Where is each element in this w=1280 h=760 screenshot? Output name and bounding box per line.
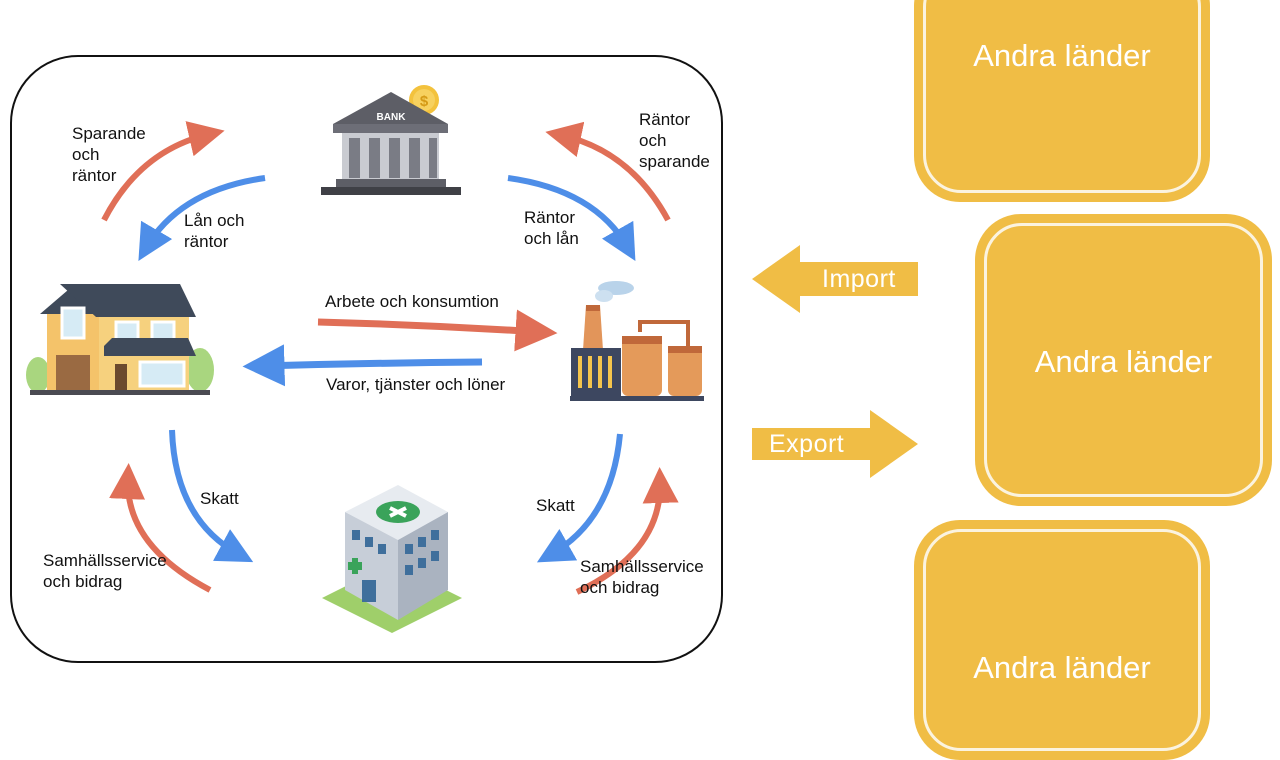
country-label-top: Andra länder (973, 38, 1151, 73)
label-savings-interest: Sparande och räntor (72, 124, 146, 185)
flow-arrows (101, 121, 918, 595)
import-arrow (752, 245, 918, 313)
hospital-illustration (322, 485, 462, 633)
factory-illustration (570, 281, 704, 401)
arrow-loans-to-households (138, 175, 266, 261)
label-tax-households: Skatt (200, 489, 239, 508)
label-loans-interest: Lån och räntor (184, 211, 245, 251)
house-illustration (26, 284, 214, 395)
arrow-tax-households (169, 429, 254, 563)
label-public-services-households: Samhällsservice och bidrag (43, 551, 167, 591)
arrow-goods-services-wages (242, 344, 483, 387)
label-public-services-companies: Samhällsservice och bidrag (580, 557, 704, 597)
arrow-service-companies (575, 467, 679, 595)
country-box-bottom: Andra länder (914, 520, 1210, 760)
arrow-loans-to-companies (507, 175, 636, 262)
export-label: Export (769, 430, 845, 458)
bank-illustration: $ BANK (321, 85, 461, 195)
bank-sign: BANK (377, 112, 407, 123)
arrow-savings-from-companies (545, 121, 671, 222)
country-box-middle: Andra länder (975, 214, 1272, 506)
label-tax-companies: Skatt (536, 496, 575, 515)
export-arrow (752, 410, 918, 478)
country-box-top: Andra länder (914, 0, 1210, 202)
arrow-work-consumption (317, 309, 558, 352)
label-interest-savings: Räntor och sparande (639, 110, 710, 171)
label-goods-services-wages: Varor, tjänster och löner (326, 375, 506, 394)
import-label: Import (822, 265, 896, 293)
label-work-consumption: Arbete och konsumtion (325, 292, 499, 311)
country-label-bottom: Andra länder (973, 650, 1151, 685)
economy-frame (10, 55, 723, 663)
arrow-savings-to-bank (101, 121, 225, 222)
label-interest-loans: Räntor och lån (524, 208, 579, 248)
arrow-tax-companies (536, 433, 623, 563)
country-label-middle: Andra länder (1034, 344, 1213, 379)
svg-text:$: $ (420, 93, 429, 110)
arrow-service-households (109, 463, 212, 593)
